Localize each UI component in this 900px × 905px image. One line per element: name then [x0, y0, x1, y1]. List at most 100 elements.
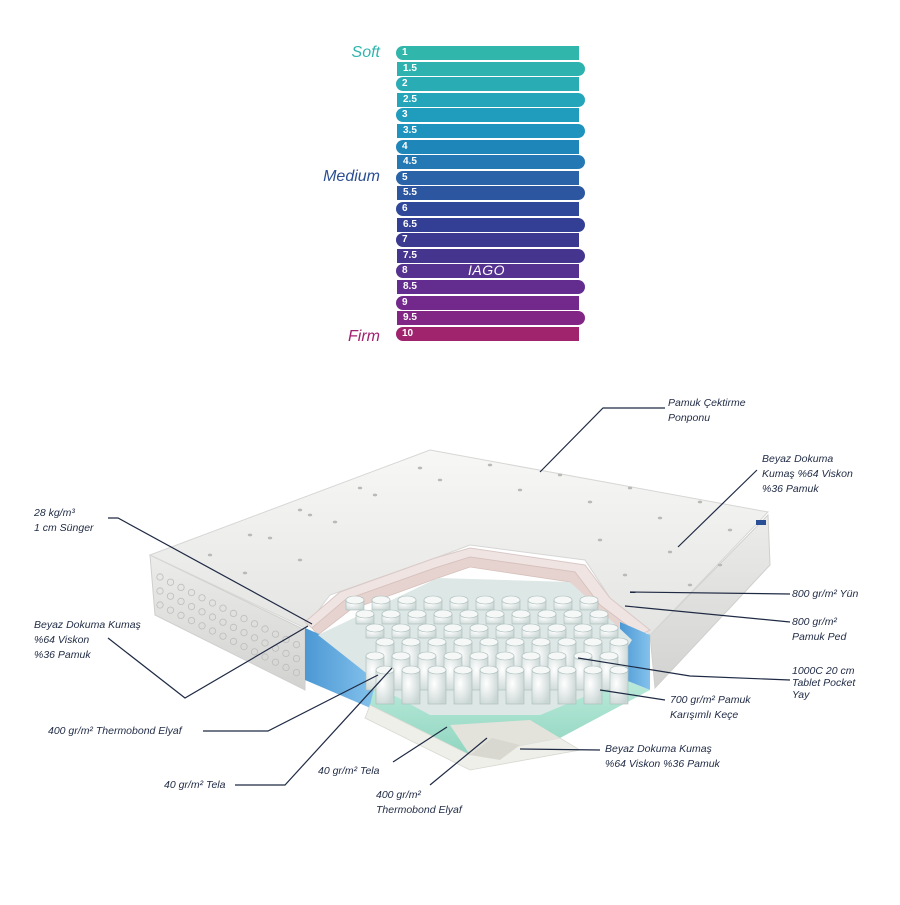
pocket-spring [609, 665, 629, 705]
side-quilt-mark [156, 573, 164, 581]
pocket-spring [417, 623, 437, 639]
firmness-bar-label: 5.5 [403, 187, 417, 199]
firm-label: Firm [348, 328, 380, 345]
soft-label: Soft [351, 44, 380, 61]
pocket-spring [469, 623, 489, 639]
firmness-bar-4-5: 4.5 [397, 155, 585, 170]
leader-tela-center [392, 726, 448, 763]
pocket-spring [371, 595, 391, 611]
mattress-sides [149, 513, 771, 691]
firmness-bar-8-5: 8.5 [397, 280, 585, 294]
leader-springs [577, 657, 791, 681]
pocket-spring [433, 609, 453, 625]
side-quilt-mark [187, 616, 196, 625]
side-quilt-mark [219, 604, 227, 612]
tuft-button [247, 533, 253, 537]
firmness-bar-2-5: 2.5 [397, 92, 585, 107]
tuft-button [267, 536, 273, 540]
side-quilt-mark [219, 618, 227, 626]
side-quilt-mark [219, 632, 227, 640]
tuft-button [297, 508, 303, 512]
side-quilt-mark [261, 625, 269, 633]
firmness-bar-label: 5 [402, 171, 408, 183]
side-quilt-mark [156, 587, 164, 595]
leader-fabric-top [677, 469, 758, 548]
pocket-spring [573, 623, 593, 639]
firmness-bar-label: 2 [402, 78, 408, 90]
firmness-bar-label: 6.5 [403, 218, 417, 230]
firmness-bar-6-5: 6.5 [397, 217, 585, 232]
pocket-spring [563, 609, 583, 625]
side-quilt-mark [282, 635, 290, 643]
mattress-top [148, 449, 770, 636]
pocket-spring [407, 609, 427, 625]
tuft-button [657, 516, 663, 520]
side-quilt-mark [208, 613, 217, 621]
firmness-bar-9-5: 9.5 [397, 311, 585, 326]
pocket-spring [423, 595, 443, 611]
firmness-bar-7-5: 7.5 [397, 248, 585, 263]
pocket-spring [547, 623, 567, 639]
mattress-illustration [107, 407, 791, 786]
cutaway-layers [304, 547, 651, 771]
leader-tela-left [235, 667, 393, 786]
leader-lines [107, 407, 791, 786]
pocket-spring [495, 623, 515, 639]
side-quilt-mark [250, 634, 259, 642]
firmness-bar-4: 4 [396, 139, 579, 154]
firmness-bar-8: 8 [396, 264, 579, 279]
tuft-button [437, 478, 443, 482]
callout-tela-center: 40 gr/m² Tela [318, 765, 380, 777]
callout-thermobond-left: 400 gr/m² Thermobond Elyaf [48, 725, 182, 737]
firmness-bar-label: 1 [402, 47, 408, 58]
callout-foam: 28 kg/m³ 1 cm Sünger [34, 507, 94, 535]
model-name-label: IAGO [468, 262, 506, 278]
side-quilt-mark [240, 642, 248, 651]
pocket-spring [375, 665, 395, 705]
side-quilt-mark [166, 592, 175, 600]
pocket-spring [537, 609, 557, 625]
pocket-spring [397, 595, 417, 611]
mattress-cutaway-diagram: Pamuk Çektirme Ponponu Beyaz Dokuma Kuma… [0, 360, 900, 900]
side-quilt-mark [187, 603, 196, 611]
firmness-bar-label: 2.5 [403, 93, 417, 105]
pocket-spring [505, 665, 525, 705]
side-quilt-mark [177, 583, 185, 591]
pocket-spring [579, 595, 599, 611]
leader-fabric-side [107, 625, 309, 699]
side-quilt-pattern [156, 573, 301, 677]
side-quilt-mark [240, 615, 248, 623]
pocket-spring [475, 595, 495, 611]
pocket-spring [345, 595, 365, 611]
firmness-bar-label: 8 [402, 265, 408, 277]
tuft-button [597, 538, 603, 542]
firmness-bar-label: 3 [402, 109, 408, 121]
firmness-bar-7: 7 [396, 233, 579, 248]
side-quilt-mark [282, 649, 290, 657]
callout-felt: 700 gr/m² Pamuk Karışımlı Keçe [670, 694, 751, 722]
side-quilt-mark [177, 597, 185, 605]
firmness-bar-5-5: 5.5 [397, 186, 585, 201]
pocket-spring [521, 623, 541, 639]
firmness-bar-label: 4 [402, 140, 408, 152]
pocket-spring [485, 609, 505, 625]
tuft-button [587, 500, 593, 504]
tuft-button [372, 493, 378, 497]
firmness-bar-5: 5 [396, 170, 579, 185]
pocket-spring [355, 609, 375, 625]
pocket-spring [391, 623, 411, 639]
leader-cotton-tufting [539, 407, 665, 473]
pocket-spring [449, 595, 469, 611]
pocket-spring [501, 595, 521, 611]
pocket-spring [443, 623, 463, 639]
tuft-button [417, 466, 423, 470]
leader-thermobond-center [429, 737, 488, 786]
callout-white-fabric-bottom: Beyaz Dokuma Kumaş %64 Viskon %36 Pamuk [605, 743, 720, 771]
pocket-spring [553, 595, 573, 611]
brand-tag [756, 520, 766, 525]
firmness-bar-label: 4.5 [403, 156, 417, 168]
callout-cotton-tufting: Pamuk Çektirme Ponponu [668, 397, 746, 425]
tuft-button [697, 500, 703, 504]
side-quilt-mark [166, 578, 175, 586]
